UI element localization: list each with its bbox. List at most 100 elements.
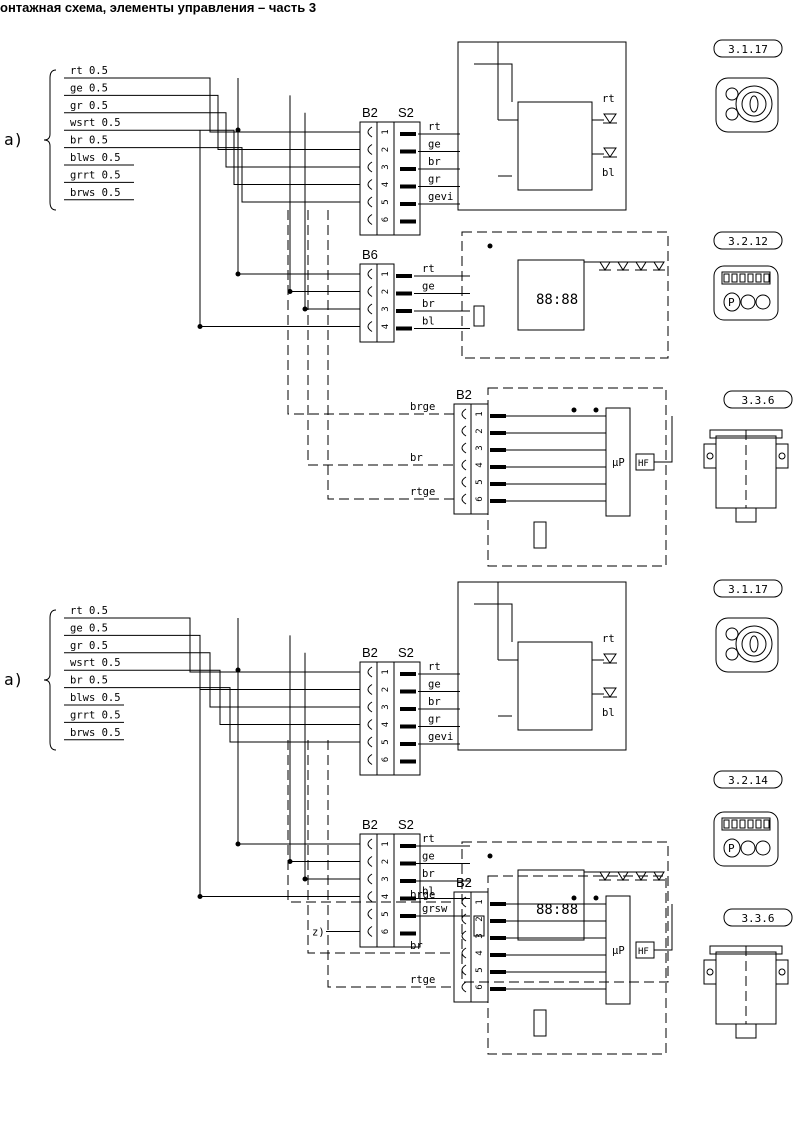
connector-block — [359, 661, 421, 776]
resistor — [473, 305, 485, 327]
control-unit-module — [517, 641, 593, 731]
wire-label: blws 0.5 — [70, 692, 121, 704]
pin-number: 3 — [475, 445, 485, 450]
led-icon — [599, 261, 611, 271]
pin-number: 2 — [381, 289, 391, 294]
wire-label: gr 0.5 — [70, 640, 108, 652]
ref-badge — [713, 39, 783, 58]
microprocessor-label: µP — [612, 945, 625, 957]
socket-symbol — [461, 947, 467, 959]
timer-module — [517, 259, 585, 331]
wire-label: br 0.5 — [70, 675, 108, 687]
ref-number: 3.1.17 — [728, 583, 768, 596]
pin-number: 4 — [381, 182, 391, 187]
timer-module-frame — [461, 841, 669, 983]
wire-label: grrt 0.5 — [70, 169, 121, 181]
signal-label: br — [410, 452, 423, 464]
junction-dot — [287, 859, 293, 864]
connector-s-label: S2 — [398, 645, 414, 660]
wire — [124, 634, 360, 690]
socket-symbol — [367, 268, 373, 280]
heat-button — [740, 294, 756, 310]
led-label: bl — [602, 167, 615, 179]
pin-number: 3 — [381, 704, 391, 709]
microprocessor — [605, 895, 631, 1005]
led-label: rt — [602, 633, 615, 645]
ref-badge — [713, 231, 783, 250]
signal-label: rt — [422, 833, 435, 845]
signal-label: rt — [428, 661, 441, 673]
signal-label: rtge — [410, 974, 435, 986]
junction-dot — [593, 895, 599, 901]
socket-symbol — [461, 964, 467, 976]
wire-label: gr 0.5 — [70, 100, 108, 112]
dashed-wire — [287, 740, 454, 903]
pin-number: 6 — [475, 496, 485, 501]
display-digit — [739, 273, 746, 283]
wire — [124, 652, 360, 708]
socket-symbol — [461, 930, 467, 942]
socket-symbol — [367, 126, 373, 138]
wire-label: brws 0.5 — [70, 187, 121, 199]
junction-dot — [302, 306, 308, 312]
socket-symbol — [461, 459, 467, 471]
wire — [134, 129, 360, 185]
led-icon — [603, 687, 617, 698]
display-digit — [747, 819, 754, 829]
timer-module — [517, 869, 585, 941]
control-panel-outline — [715, 77, 779, 133]
pin-number: 6 — [381, 929, 391, 934]
vent-button — [755, 294, 771, 310]
wire — [304, 112, 360, 310]
socket-symbol — [461, 425, 467, 437]
dashed-wire — [307, 210, 454, 466]
socket-symbol — [367, 754, 373, 765]
connector-s-label: S2 — [398, 105, 414, 120]
signal-label: rt — [428, 121, 441, 133]
button-icon — [725, 107, 739, 121]
connector-block — [359, 121, 421, 236]
junction-dot — [235, 271, 241, 277]
socket-symbol — [367, 926, 373, 937]
connector-block — [359, 833, 421, 948]
bracket — [43, 69, 57, 211]
socket-symbol — [367, 286, 373, 297]
junction-dot — [571, 407, 577, 413]
junction-dot — [571, 895, 577, 901]
wire — [304, 652, 360, 880]
socket-symbol — [367, 303, 373, 315]
socket-symbol — [367, 736, 373, 748]
pin-number: 5 — [381, 911, 391, 916]
pin-number: 6 — [475, 984, 485, 989]
dashed-wire — [327, 210, 454, 500]
heat-button — [740, 840, 756, 856]
wire-label: brws 0.5 — [70, 727, 121, 739]
p-button — [723, 292, 741, 312]
junction-dot — [593, 407, 599, 413]
variant-label: a) — [4, 130, 23, 149]
wire — [134, 112, 360, 168]
pin-number: 6 — [381, 217, 391, 222]
wire-label: rt 0.5 — [70, 65, 108, 77]
control-unit-frame — [457, 41, 627, 211]
wire — [124, 669, 360, 725]
junction-dot — [302, 876, 308, 882]
socket-symbol — [367, 701, 373, 713]
pin-number: 3 — [381, 306, 391, 311]
p-button — [723, 838, 741, 858]
signal-label: br — [422, 868, 435, 880]
socket-symbol — [461, 493, 467, 505]
socket-symbol — [461, 408, 467, 420]
display-digit — [763, 819, 770, 829]
dashed-wire — [307, 740, 454, 954]
rotary-knob-inner — [741, 631, 767, 657]
led-icon — [653, 261, 665, 271]
socket-symbol — [367, 196, 373, 208]
ref-badge — [713, 770, 783, 789]
signal-label: rtge — [410, 486, 435, 498]
led-icon — [635, 261, 647, 271]
receiver-plug — [735, 507, 757, 523]
resistor — [473, 915, 485, 937]
resistor — [533, 1009, 547, 1037]
socket-symbol — [367, 873, 373, 885]
